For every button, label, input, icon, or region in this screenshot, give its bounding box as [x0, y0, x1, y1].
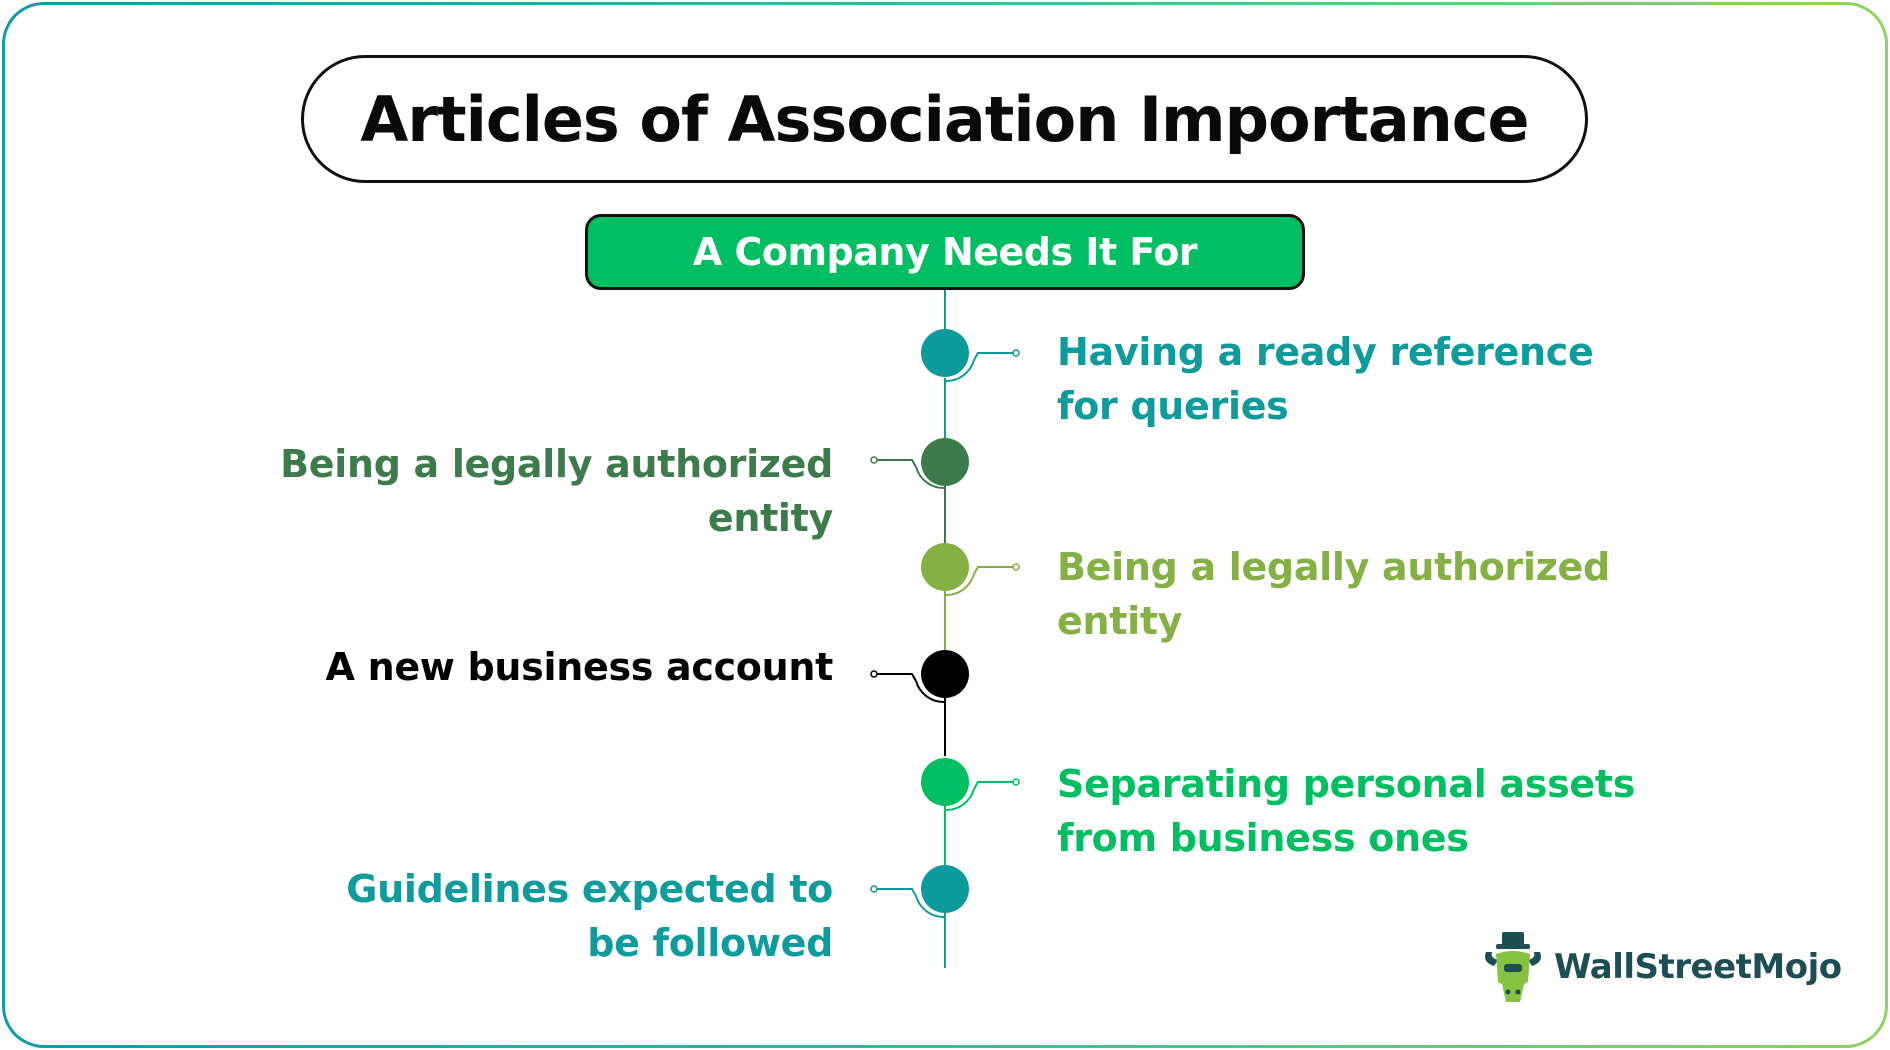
node-connector	[877, 459, 917, 468]
item-line: Being a legally authorized	[280, 442, 833, 486]
page-title: Articles of Association Importance	[360, 82, 1529, 156]
timeline-item-6: Guidelines expected to be followed	[346, 862, 833, 970]
node-arc	[944, 359, 975, 383]
connector-dot	[1012, 349, 1020, 357]
item-line: be followed	[587, 921, 833, 965]
item-line: Separating personal assets	[1057, 762, 1636, 806]
connector-dot	[870, 456, 878, 464]
item-line: Being a legally authorized	[1057, 545, 1610, 589]
timeline-node	[921, 758, 969, 806]
item-line: for queries	[1057, 384, 1289, 428]
subtitle-label: A Company Needs It For	[692, 230, 1198, 274]
timeline-item-3: Being a legally authorized entity	[1057, 540, 1610, 648]
item-line: entity	[707, 496, 833, 540]
timeline-node	[921, 543, 969, 591]
item-line: A new business account	[325, 645, 834, 689]
timeline-node	[921, 438, 969, 486]
connector-dot	[870, 885, 878, 893]
timeline-node	[921, 865, 969, 913]
item-line: entity	[1057, 599, 1183, 643]
node-arc	[944, 788, 975, 812]
connector-dot	[1012, 563, 1020, 571]
node-arc	[915, 680, 946, 704]
item-line: from business ones	[1057, 816, 1469, 860]
node-arc	[944, 573, 975, 597]
subtitle-box: A Company Needs It For	[585, 214, 1305, 290]
item-line: Guidelines expected to	[346, 867, 833, 911]
node-arc	[915, 466, 946, 490]
timeline-item-2: Being a legally authorized entity	[280, 437, 833, 545]
wallstreetmojo-logo: WallStreetMojo	[1480, 930, 1842, 1004]
timeline-item-5: Separating personal assets from business…	[1057, 757, 1635, 865]
node-connector	[877, 888, 917, 897]
logo-text: WallStreetMojo	[1554, 947, 1842, 987]
bull-mascot-icon	[1485, 932, 1541, 1002]
timeline-item-4: A new business account	[325, 640, 834, 694]
node-connector	[973, 352, 1013, 361]
timeline-node	[921, 329, 969, 377]
node-arc	[915, 895, 946, 919]
connector-dot	[1012, 778, 1020, 786]
node-connector	[877, 673, 917, 682]
node-connector	[973, 566, 1013, 575]
connector-dot	[870, 670, 878, 678]
timeline-node	[921, 650, 969, 698]
timeline-item-1: Having a ready reference for queries	[1057, 325, 1594, 433]
title-pill: Articles of Association Importance	[301, 55, 1588, 183]
item-line: Having a ready reference	[1057, 330, 1594, 374]
node-connector	[973, 781, 1013, 790]
